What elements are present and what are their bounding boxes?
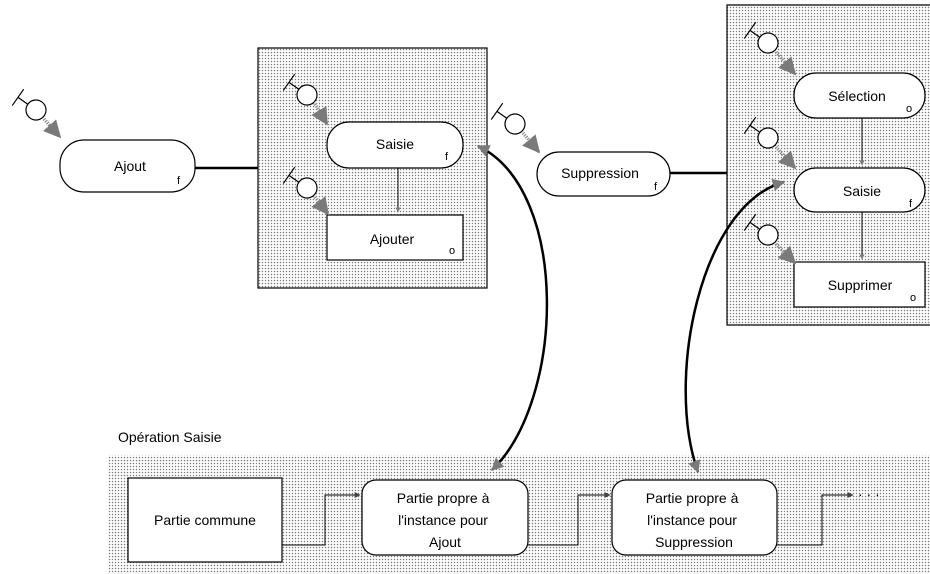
part-commune [127, 477, 283, 563]
task-selection-sub: o [906, 103, 912, 115]
part-commune-label: Partie commune [154, 512, 256, 528]
user-icon [490, 102, 526, 135]
user-icon [282, 166, 318, 199]
task-saisie-suppression-label: Saisie [843, 183, 881, 199]
part-suppression-line-3: Suppression [655, 534, 733, 550]
part-ajout-line-1: Partie propre à [397, 490, 490, 506]
part-ajout-line-3: Ajout [429, 534, 461, 550]
stipple-arrow-saisie-ajout [311, 103, 329, 126]
task-suppression [536, 151, 671, 197]
task-saisie-ajout-label: Saisie [376, 136, 414, 152]
part-suppression-label: Partie propre à l'instance pour Suppress… [646, 490, 743, 550]
flow-arrow-2 [528, 492, 611, 546]
user-icon [743, 21, 779, 54]
part-ajout-label: Partie propre à l'instance pour Ajout [397, 490, 494, 550]
task-suppression-sub: f [654, 181, 658, 193]
task-saisie-ajout [326, 121, 464, 169]
task-supprimer-sub: o [910, 292, 916, 304]
task-saisie-suppression-sub: f [909, 198, 913, 210]
flow-arrow-1 [282, 492, 361, 546]
flow-arrow-3 [777, 492, 854, 546]
task-saisie-ajout-sub: f [445, 151, 449, 163]
task-ajouter-label: Ajouter [370, 231, 415, 247]
stipple-arrow-supprimer [774, 242, 797, 265]
task-ajouter [326, 214, 464, 261]
task-supprimer [793, 261, 926, 308]
user-icon [743, 116, 779, 149]
task-supprimer-label: Supprimer [828, 277, 893, 293]
stipple-arrow-ajout [42, 117, 62, 139]
stipple-arrow-ajouter [311, 195, 330, 216]
task-ajout [59, 139, 196, 193]
part-suppression-line-2: l'instance pour [647, 512, 737, 528]
part-ajout-line-2: l'instance pour [398, 512, 488, 528]
curve-saisie-suppression-to-part [684, 178, 786, 474]
task-selection-label: Sélection [828, 88, 886, 104]
part-suppression [611, 479, 778, 556]
task-ajout-label: Ajout [114, 158, 146, 174]
task-suppression-label: Suppression [561, 165, 639, 181]
user-icon [282, 73, 318, 106]
task-ajout-sub: f [177, 175, 181, 187]
stipple-arrow-selection [774, 50, 797, 76]
ellipsis: · · · [858, 486, 880, 502]
task-selection [793, 72, 926, 119]
part-ajout [361, 479, 529, 556]
part-suppression-line-1: Partie propre à [646, 490, 739, 506]
curve-saisie-ajout-to-part [476, 144, 549, 471]
user-icon [11, 88, 47, 121]
stipple-arrow-suppression [521, 131, 541, 154]
task-saisie-suppression [793, 167, 926, 213]
operation-title: Opération Saisie [118, 429, 222, 445]
task-ajouter-sub: o [449, 245, 455, 257]
